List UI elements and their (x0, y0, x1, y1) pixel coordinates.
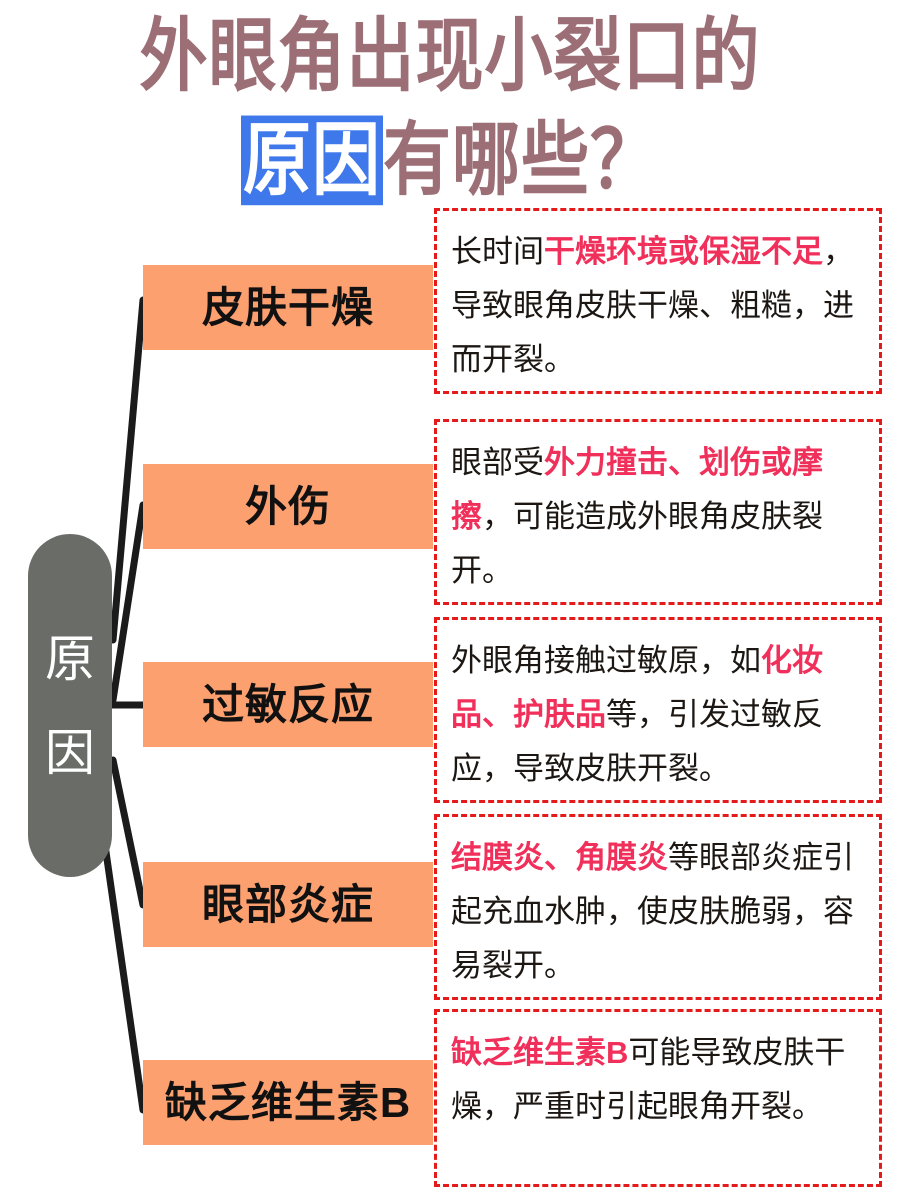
page-title: 外眼角出现小裂口的 原因有哪些？ (0, 8, 900, 206)
branch-label-box-2[interactable]: 外伤 (143, 464, 433, 549)
branch-description-card-5: 缺乏维生素B可能导致皮肤干燥，严重时引起眼角开裂。 (434, 1009, 882, 1187)
branch-description-card-4: 结膜炎、角膜炎等眼部炎症引起充血水肿，使皮肤脆弱，容易裂开。 (434, 814, 882, 1000)
title-line-2: 原因有哪些？ (0, 112, 900, 209)
branch-label-5: 缺乏维生素B (164, 1078, 412, 1126)
root-node-cause: 原 因 (28, 534, 112, 877)
branch-label-4: 眼部炎症 (201, 880, 374, 928)
branch-label-box-5[interactable]: 缺乏维生素B (143, 1060, 433, 1145)
branch-description-3: 外眼角接触过敏原，如化妆品、护肤品等，引发过敏反应，导致皮肤开裂。 (451, 643, 823, 786)
branch-label-1: 皮肤干燥 (201, 283, 374, 331)
branch-description-card-3: 外眼角接触过敏原，如化妆品、护肤品等，引发过敏反应，导致皮肤开裂。 (434, 617, 882, 803)
branch-description-2: 眼部受外力撞击、划伤或摩擦，可能造成外眼角皮肤裂开。 (451, 445, 823, 588)
branch-description-5: 缺乏维生素B可能导致皮肤干燥，严重时引起眼角开裂。 (451, 1035, 846, 1124)
branch-description-card-2: 眼部受外力撞击、划伤或摩擦，可能造成外眼角皮肤裂开。 (434, 419, 882, 605)
root-node-char-1: 原 (45, 630, 95, 687)
branch-label-2: 外伤 (244, 482, 331, 530)
title-line-2-rest: 有哪些？ (383, 115, 660, 206)
title-line-1: 外眼角出现小裂口的 (139, 11, 761, 102)
branch-label-box-1[interactable]: 皮肤干燥 (143, 265, 433, 350)
branch-label-box-4[interactable]: 眼部炎症 (143, 862, 433, 947)
connector-line-5 (101, 841, 147, 1114)
branch-description-card-1: 长时间干燥环境或保湿不足，导致眼角皮肤干燥、粗糙，进而开裂。 (434, 208, 882, 394)
connector-line-4 (109, 756, 147, 909)
branch-label-box-3[interactable]: 过敏反应 (143, 662, 433, 747)
connector-line-1 (109, 296, 147, 644)
root-node-char-2: 因 (45, 724, 95, 781)
title-highlight-cause: 原因 (240, 115, 383, 206)
root-node-label: 原 因 (28, 534, 112, 877)
branch-description-1: 长时间干燥环境或保湿不足，导致眼角皮肤干燥、粗糙，进而开裂。 (451, 234, 854, 377)
branch-description-4: 结膜炎、角膜炎等眼部炎症引起充血水肿，使皮肤脆弱，容易裂开。 (451, 840, 854, 983)
connector-line-2 (109, 501, 147, 704)
branch-label-3: 过敏反应 (201, 680, 374, 728)
